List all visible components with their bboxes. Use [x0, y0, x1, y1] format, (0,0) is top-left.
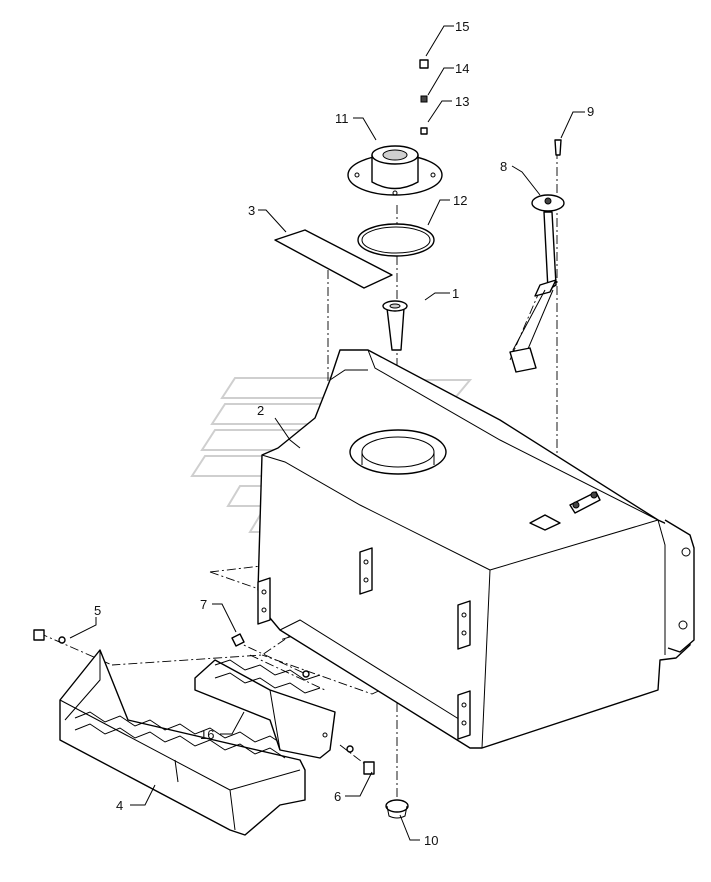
- callout-16: 16: [200, 727, 214, 742]
- pad: [274, 229, 393, 289]
- callout-7: 7: [200, 597, 207, 612]
- callout-9: 9: [587, 104, 594, 119]
- callout-6: 6: [334, 789, 341, 804]
- callout-13: 13: [455, 94, 469, 109]
- fuel-level-sender: [509, 194, 565, 373]
- gasket: [357, 223, 435, 257]
- callout-12: 12: [453, 193, 467, 208]
- callout-8: 8: [500, 159, 507, 174]
- strainer: [382, 300, 408, 351]
- filler-neck: [347, 145, 443, 196]
- callout-11: 11: [335, 111, 349, 126]
- callout-leaders: [69, 25, 585, 841]
- front-step: [59, 649, 306, 836]
- callout-2: 2: [257, 403, 264, 418]
- callout-10: 10: [424, 833, 438, 848]
- callout-1: 1: [452, 286, 459, 301]
- callout-labels: 1 2 3 4 5 6 7 8 9 10 11 12 13 14 15 16: [94, 19, 594, 848]
- callout-3: 3: [248, 203, 255, 218]
- callout-14: 14: [455, 61, 469, 76]
- fuel-tank: [257, 349, 695, 749]
- callout-4: 4: [116, 798, 123, 813]
- callout-15: 15: [455, 19, 469, 34]
- callout-5: 5: [94, 603, 101, 618]
- fasteners: [33, 59, 562, 819]
- rear-step: [194, 659, 336, 759]
